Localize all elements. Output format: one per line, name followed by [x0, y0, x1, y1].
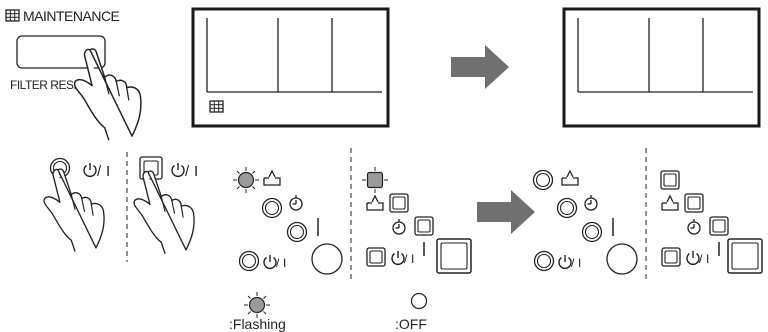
svg-text:I: I [411, 252, 414, 266]
power-icon [391, 250, 405, 266]
square-button[interactable] [709, 216, 729, 236]
svg-text:/: / [699, 252, 703, 266]
clock-icon [584, 194, 598, 211]
filter-grid-icon [209, 100, 224, 113]
svg-text:/: / [571, 256, 575, 270]
on-symbol: I [106, 163, 110, 180]
hand-press-icon [133, 170, 195, 255]
hand-press-icon [73, 48, 142, 142]
power-icon [558, 254, 572, 270]
legend-off-label: :OFF [395, 316, 427, 332]
large-round-button[interactable] [311, 243, 343, 275]
svg-text:/: / [185, 163, 190, 180]
fan-sign-icon [561, 170, 579, 186]
round-controller-before: / I [232, 166, 343, 275]
hand-press-icon [43, 168, 105, 253]
round-button[interactable] [581, 221, 603, 243]
lcd-display-after [562, 7, 761, 128]
lcd-display-before [191, 7, 390, 128]
square-power-button-press: / I [133, 156, 198, 255]
svg-text:I: I [194, 163, 198, 180]
round-button[interactable] [286, 221, 308, 243]
round-button[interactable] [532, 169, 554, 191]
legend: :Flashing :OFF [229, 291, 428, 332]
large-round-button[interactable] [606, 243, 638, 275]
square-power-button[interactable] [661, 247, 681, 267]
round-button[interactable] [556, 197, 578, 219]
fan-sign-icon [661, 195, 679, 211]
power-icon [263, 254, 277, 270]
clock-icon [687, 218, 701, 235]
svg-text:/: / [404, 252, 408, 266]
flashing-indicator [362, 167, 388, 193]
power-icon [83, 162, 97, 178]
svg-text:I: I [578, 256, 581, 270]
square-controller-before: / I [362, 167, 472, 274]
transition-arrow-icon [451, 45, 509, 89]
filter-grid-icon [5, 9, 20, 22]
off-indicator [410, 292, 428, 310]
square-power-button[interactable] [366, 247, 386, 267]
fan-sign-icon [366, 195, 384, 211]
round-button[interactable] [261, 197, 283, 219]
clock-icon [289, 194, 303, 211]
transition-arrow-icon [477, 190, 535, 234]
fan-sign-icon [263, 170, 281, 186]
filter-reset-button[interactable] [16, 35, 106, 69]
square-button[interactable] [660, 170, 680, 190]
svg-text:I: I [706, 252, 709, 266]
large-square-button[interactable] [436, 238, 472, 274]
legend-flashing-label: :Flashing [229, 316, 286, 332]
large-square-button[interactable] [727, 238, 763, 274]
round-power-button[interactable] [238, 250, 260, 272]
round-power-button[interactable] [533, 250, 555, 272]
svg-text:I: I [283, 256, 286, 270]
flashing-indicator [232, 166, 260, 194]
square-button[interactable] [414, 216, 434, 236]
square-button[interactable] [389, 193, 409, 213]
svg-text:/: / [276, 256, 280, 270]
maintenance-header: MAINTENANCE [5, 8, 120, 24]
filter-reset-label: FILTER RESE [10, 78, 81, 92]
square-button[interactable] [684, 193, 704, 213]
flashing-indicator [243, 291, 271, 319]
svg-text:/: / [97, 163, 102, 180]
maintenance-label: MAINTENANCE [23, 8, 120, 24]
power-icon [686, 250, 700, 266]
round-power-button-press: / I [43, 157, 110, 253]
clock-icon [392, 218, 406, 235]
round-controller-after: / I [532, 169, 638, 275]
power-icon [171, 162, 185, 178]
square-controller-after: / I [660, 170, 763, 274]
